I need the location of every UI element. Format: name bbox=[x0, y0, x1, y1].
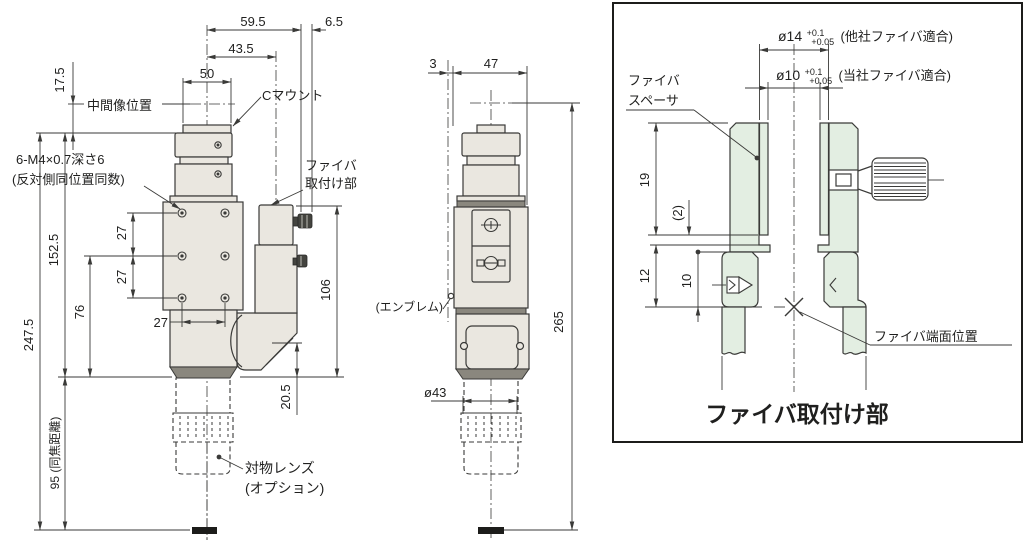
c-mount-ring bbox=[182, 124, 232, 134]
detail-box-border bbox=[612, 2, 1023, 443]
emblem-pin bbox=[447, 292, 455, 300]
front-dimension-lines bbox=[37, 27, 340, 531]
set-screw-upper bbox=[292, 213, 313, 229]
dim-247-5: 247.5 bbox=[21, 319, 36, 352]
focal-plane-mark bbox=[192, 527, 217, 534]
fiber-port-lower bbox=[254, 244, 298, 314]
dark-band-lower bbox=[455, 307, 527, 315]
label-screw-note-1: 6-M4×0.7深さ6 bbox=[16, 152, 105, 167]
dim-3: 3 bbox=[429, 56, 436, 71]
dim-10: 10 bbox=[679, 274, 694, 288]
dim-106: 106 bbox=[318, 279, 333, 301]
dim-152-5: 152.5 bbox=[46, 234, 61, 267]
dim-19: 19 bbox=[637, 173, 652, 187]
dark-band-upper bbox=[456, 200, 526, 208]
dim-dia-43: ø43 bbox=[424, 385, 446, 400]
knurled-knob bbox=[871, 157, 929, 201]
detail-title: ファイバ取付け部 bbox=[705, 401, 889, 427]
side-main-block bbox=[453, 206, 529, 309]
thumbscrew bbox=[828, 157, 944, 201]
dim-27-b: 27 bbox=[114, 270, 129, 284]
label-fiber-mount-2: 取付け部 bbox=[305, 176, 357, 191]
dim-43-5: 43.5 bbox=[228, 41, 253, 56]
screw-holes bbox=[177, 141, 230, 303]
dim-27-c: 27 bbox=[154, 315, 168, 330]
left-lower-strip bbox=[721, 306, 746, 355]
fiber-port-upper bbox=[258, 204, 294, 246]
label-spacer-2: スペーサ bbox=[628, 93, 679, 108]
nose-taper bbox=[169, 366, 238, 379]
objective-lens-dashed bbox=[172, 377, 234, 540]
front-leaders bbox=[143, 96, 304, 470]
set-screw-lower bbox=[292, 254, 308, 268]
label-objective-2: (オプション) bbox=[245, 480, 324, 496]
label-fiber-end-face: ファイバ端面位置 bbox=[874, 329, 978, 344]
dim-2: (2) bbox=[670, 205, 685, 221]
front-view: 59.5 6.5 43.5 50 17.5 247.5 152.5 95 (同焦… bbox=[12, 14, 357, 540]
dim-dia14: ø14 +0.1 +0.05 (他社ファイバ適合) bbox=[778, 23, 953, 49]
fiber-elbow bbox=[236, 312, 298, 371]
label-emblem: (エンブレム) bbox=[376, 299, 443, 314]
fiber-spacer-right bbox=[819, 122, 830, 236]
label-screw-note-2: (反対側同位置同数) bbox=[12, 172, 125, 187]
dim-27-a: 27 bbox=[114, 226, 129, 240]
side-view: 3 47 265 ø43 (エンブレム) bbox=[376, 56, 580, 540]
label-intermediate-image: 中間像位置 bbox=[87, 98, 152, 113]
dim-12: 12 bbox=[637, 269, 652, 283]
dim-47: 47 bbox=[484, 56, 498, 71]
dim-59-5: 59.5 bbox=[240, 14, 265, 29]
side-dimension-lines bbox=[428, 70, 575, 531]
dim-dia10: ø10 +0.1 +0.05 (当社ファイバ適合) bbox=[776, 62, 951, 88]
right-notch bbox=[829, 277, 837, 293]
right-lower-strip bbox=[842, 306, 867, 355]
front-body bbox=[162, 124, 313, 379]
front-extension-lines bbox=[34, 24, 344, 531]
side-focal-plane-mark bbox=[478, 527, 504, 534]
dim-6-5: 6.5 bbox=[325, 14, 343, 29]
dim-17-5: 17.5 bbox=[52, 67, 67, 92]
side-body bbox=[447, 124, 530, 380]
dim-76: 76 bbox=[72, 305, 87, 319]
fiber-end-face-mark bbox=[784, 297, 804, 317]
dim-95: 95 (同焦距離) bbox=[48, 417, 62, 490]
detail-dimension-lines bbox=[653, 47, 843, 322]
clamp-screw-bottom bbox=[476, 255, 506, 271]
hex-set-screw bbox=[712, 276, 754, 294]
dim-265: 265 bbox=[551, 311, 566, 333]
label-c-mount: Cマウント bbox=[262, 88, 323, 103]
dim-50: 50 bbox=[200, 66, 214, 81]
detail-section-parts bbox=[712, 122, 944, 390]
detail-leaders bbox=[626, 109, 1012, 346]
detail-view: ø14 +0.1 +0.05 (他社ファイバ適合) ø10 +0.1 +0.05… bbox=[612, 2, 1023, 443]
label-objective-1: 対物レンズ bbox=[245, 460, 315, 476]
label-fiber-mount-1: ファイバ bbox=[305, 158, 357, 173]
side-extension-lines bbox=[452, 66, 580, 531]
fiber-spacer-left bbox=[758, 122, 769, 236]
side-objective-lens-dashed bbox=[460, 378, 522, 475]
clamp-screw-top bbox=[481, 217, 501, 233]
dim-20-5: 20.5 bbox=[278, 384, 293, 409]
label-spacer-1: ファイバ bbox=[628, 73, 680, 88]
